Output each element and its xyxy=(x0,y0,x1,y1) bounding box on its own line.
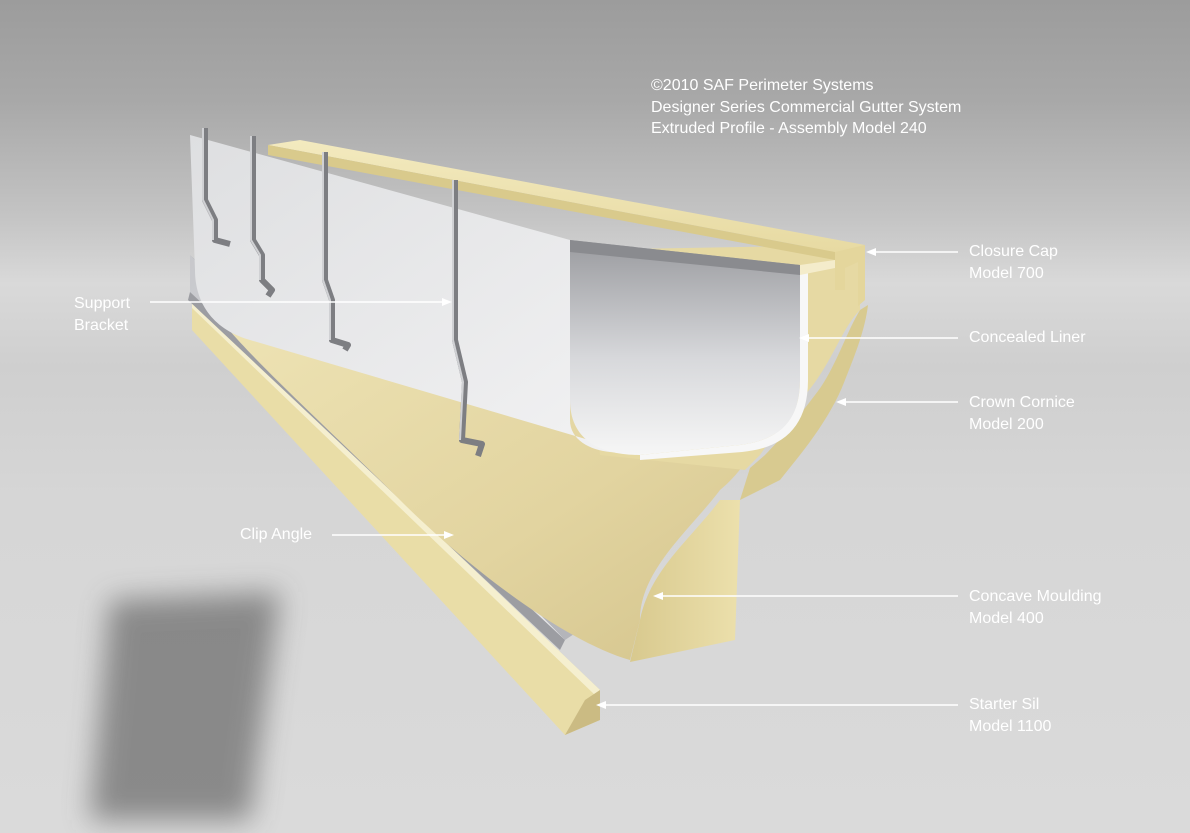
label-starter-sil: Starter Sil Model 1100 xyxy=(969,694,1051,737)
concealed-liner-name: Concealed Liner xyxy=(969,329,1086,346)
label-crown-cornice: Crown Cornice Model 200 xyxy=(969,392,1075,435)
leader-lines xyxy=(150,251,958,706)
bracket-2 xyxy=(250,136,275,298)
copyright-line: ©2010 SAF Perimeter Systems xyxy=(651,77,874,94)
closure-cap-name: Closure Cap xyxy=(969,243,1058,260)
support-brackets-highlight xyxy=(202,128,465,441)
credit-block: ©2010 SAF Perimeter Systems Designer Ser… xyxy=(651,75,961,140)
concave-moulding-model: Model 400 xyxy=(969,609,1044,627)
label-concealed-liner: Concealed Liner xyxy=(969,327,1086,349)
bracket-3 xyxy=(322,152,351,352)
starter-sil-name: Starter Sil xyxy=(969,696,1040,713)
support-brackets xyxy=(202,128,485,457)
closure-cap-part xyxy=(268,140,865,306)
floor-shadow xyxy=(90,592,280,820)
support-bracket-line1: Support xyxy=(74,295,131,312)
label-support-bracket: Support Bracket xyxy=(74,293,130,336)
closure-cap-model: Model 700 xyxy=(969,264,1044,282)
clip-angle-name: Clip Angle xyxy=(240,526,313,543)
label-closure-cap: Closure Cap Model 700 xyxy=(969,241,1058,284)
crown-cornice-model: Model 200 xyxy=(969,415,1044,433)
bracket-4 xyxy=(452,180,485,457)
label-clip-angle: Clip Angle xyxy=(240,524,312,546)
leader-arrowheads xyxy=(442,248,876,709)
concealed-liner-part xyxy=(190,135,808,460)
model-line: Extruded Profile - Assembly Model 240 xyxy=(651,120,927,137)
series-line: Designer Series Commercial Gutter System xyxy=(651,98,962,116)
label-concave-moulding: Concave Moulding Model 400 xyxy=(969,586,1102,629)
concave-moulding-name: Concave Moulding xyxy=(969,588,1102,605)
bracket-1 xyxy=(202,128,231,247)
starter-sil-model: Model 1100 xyxy=(969,717,1052,735)
support-bracket-line2: Bracket xyxy=(74,316,129,334)
crown-cornice-name: Crown Cornice xyxy=(969,394,1075,411)
